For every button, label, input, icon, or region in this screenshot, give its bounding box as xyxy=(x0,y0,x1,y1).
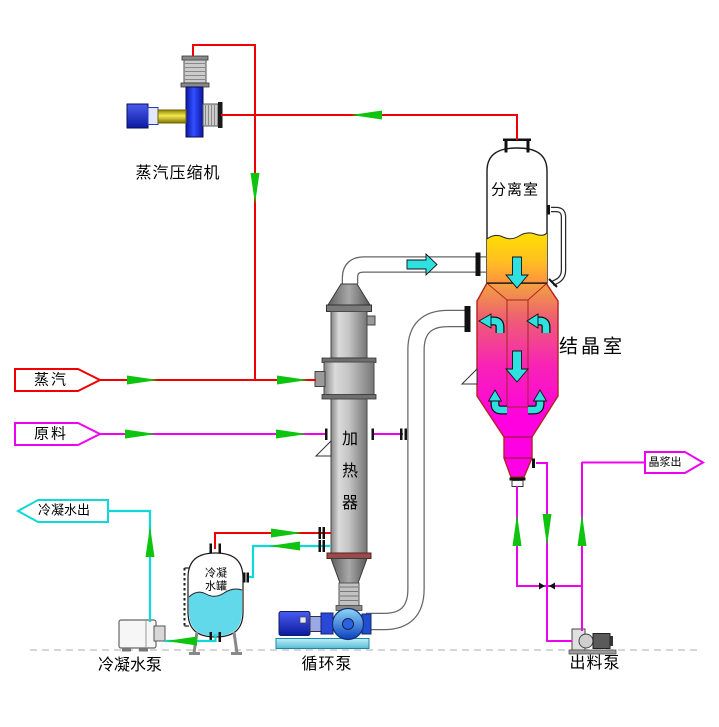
feed-slurry-lines xyxy=(100,433,645,642)
label-tank-line-1: 冷凝 xyxy=(205,566,227,580)
crystallizer-to-pump-line xyxy=(536,462,572,642)
discharge-pump-motor xyxy=(592,633,611,649)
label-compressor: 蒸汽压缩机 xyxy=(135,163,221,182)
stream-banners xyxy=(14,368,705,523)
condensate-out-line xyxy=(108,509,152,622)
overflow-pipe xyxy=(547,205,567,288)
crystallizer-side-nozzle xyxy=(532,458,535,468)
arrow-annulus-topleft xyxy=(478,313,505,333)
heater-vessel xyxy=(314,283,377,607)
circulation-pump xyxy=(275,605,372,649)
arrow-annulus-bottomleft xyxy=(487,389,507,415)
arrow-drafttube-down xyxy=(505,350,529,383)
circulation-pipe xyxy=(366,309,467,631)
discharge-pump xyxy=(568,628,617,655)
circulation-pump-motor xyxy=(278,611,311,636)
arrow-backflush-up xyxy=(512,514,522,546)
crystallizer-support-lug xyxy=(460,367,478,385)
compressor-shaft xyxy=(157,109,187,124)
compressor-top-bellows xyxy=(183,59,207,84)
tank-liquid xyxy=(189,589,242,636)
crystallizer-bottom-flange xyxy=(511,480,524,487)
separator-to-compressor-line xyxy=(221,114,518,140)
vapor-pipe-flange xyxy=(475,252,481,276)
compressor-discharge-line xyxy=(192,44,256,380)
arrow-product-up xyxy=(577,514,587,546)
label-heater-char-2: 热 xyxy=(341,461,359,480)
condensate-out-banner xyxy=(15,499,109,523)
arrow-feed-2 xyxy=(276,429,307,439)
pump-base xyxy=(275,638,370,649)
heater-outlet-bellows xyxy=(338,582,360,607)
arrow-vent-right xyxy=(271,528,302,538)
steam-in-banner xyxy=(14,368,103,392)
label-feed-in: 原料 xyxy=(33,424,69,443)
internal-circulation-arrows xyxy=(406,252,551,415)
label-heater-char-1: 加 xyxy=(341,429,359,448)
label-condensate-out: 冷凝水出 xyxy=(37,503,91,519)
arrow-discharge-down xyxy=(250,173,260,204)
steam-inlet-nozzle xyxy=(314,371,326,387)
arrow-tank-drain xyxy=(166,636,197,646)
vapor-pipe xyxy=(341,256,486,284)
arrow-steam-2 xyxy=(277,375,308,385)
arrow-condensate-up xyxy=(145,526,155,557)
draft-tube xyxy=(506,299,529,408)
arrow-feed-1 xyxy=(125,429,156,439)
arrow-heater-condensate xyxy=(269,541,300,551)
label-slurry-out: 晶浆出 xyxy=(648,455,682,469)
condensate-tank xyxy=(183,543,249,655)
label-circulation-pump: 循环泵 xyxy=(301,654,353,673)
arrow-annulus-bottomright xyxy=(528,389,548,415)
line-flange-ticks xyxy=(318,428,407,552)
label-tank-line-2: 水罐 xyxy=(205,579,227,593)
tank-level-gauge xyxy=(183,567,189,627)
crystallizer-vessel xyxy=(460,282,559,487)
feed-in-banner xyxy=(14,422,103,446)
label-steam-in: 蒸汽 xyxy=(33,370,69,389)
label-crystallizer: 结晶室 xyxy=(558,335,626,358)
heater-side-stub xyxy=(366,315,376,326)
label-separator: 分离室 xyxy=(490,180,540,199)
arrow-steam-1 xyxy=(127,375,158,385)
cone-backflush-line xyxy=(516,486,582,587)
arrow-separator-down xyxy=(505,256,529,289)
compressor-motor xyxy=(126,103,149,129)
steam-compressor xyxy=(126,55,223,138)
arrow-slurry-down xyxy=(542,514,552,546)
circulation-pipe-flange xyxy=(464,306,471,332)
arrow-vapor-right xyxy=(406,252,438,277)
arrow-suction xyxy=(351,110,382,120)
condensate-pump xyxy=(118,619,166,652)
flow-arrows xyxy=(125,110,587,646)
compressor-suction-bellows xyxy=(202,103,219,127)
slurry-out-banner xyxy=(644,451,705,474)
label-condensate-pump: 冷凝水泵 xyxy=(97,655,163,674)
arrow-annulus-topright xyxy=(526,313,551,333)
label-discharge-pump: 出料泵 xyxy=(569,653,621,672)
heater-support-lug xyxy=(314,439,332,457)
label-heater-char-3: 器 xyxy=(341,493,359,512)
